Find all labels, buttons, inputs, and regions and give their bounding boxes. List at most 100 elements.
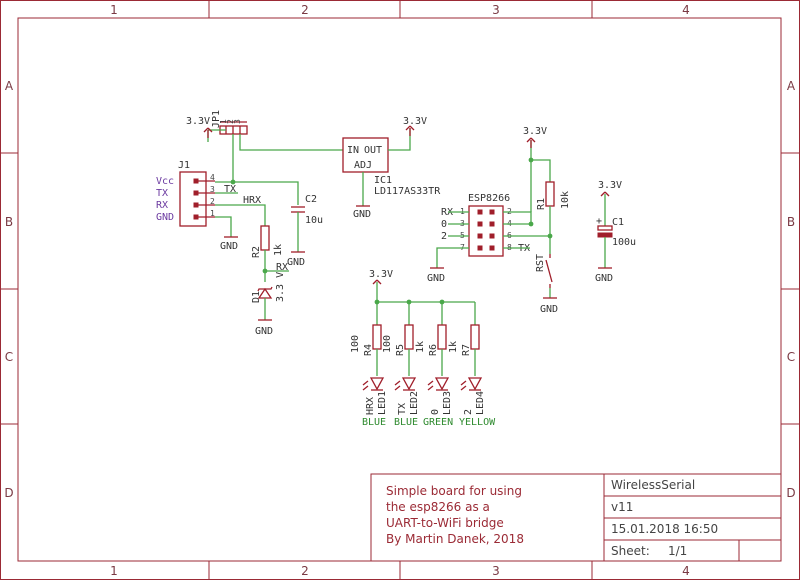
d1-value: 3.3 V [275,272,286,302]
r2-value: 1k [273,244,284,256]
led-resistor-value-3: 1k [415,341,426,353]
capacitor-c2: C2 10u GND [287,194,323,268]
j1-label-vcc: Vcc [156,176,174,187]
power-3v3-label: 3.3V [186,116,210,127]
version: v11 [611,500,633,514]
wire-vcc-c2 [233,181,299,205]
led-resistor-ref-3: R6 [428,344,439,356]
power-3v3-esp: 3.3V [523,126,547,137]
resistor-r2: R2 1k [251,225,284,282]
led-resistor-ref-1: R4 [363,344,374,356]
gnd-c1: GND [595,273,613,284]
power-3v3-jp1: 3.3V [186,116,226,142]
power-3v3-ic1: 3.3V [403,116,427,127]
power-3v3-leds: 3.3V [369,269,393,280]
led-ref-1: LED1 [377,391,388,415]
led-net-3: 0 [430,409,441,415]
ic1-pin-out: OUT [364,145,382,156]
led-resistor-ref-2: R5 [395,344,406,356]
resistor-r4 [372,324,382,350]
row-label-left-d: D [4,486,13,500]
j1-pin-1: 1 [210,209,215,218]
led-symbol-1 [369,377,385,391]
row-label-right-b: B [787,215,795,229]
jp1-pin-3: 3 [233,119,242,124]
row-label-left-a: A [5,79,14,93]
wire-jp1-vcc [215,134,234,183]
net-hrx-label: HRX [243,195,261,206]
junction-rx [262,268,268,274]
row-label-left-c: C [5,350,13,364]
gnd-rst: GND [540,304,558,315]
row-label-right-c: C [787,350,795,364]
sheet-label: Sheet: [611,544,650,558]
wire-jp1-ic1-in [239,134,343,151]
gnd-d1: GND [255,326,273,337]
led-net-4: 2 [463,409,474,415]
resistor-r5 [404,324,414,350]
project-name: WirelessSerial [611,478,695,492]
j1-ref: J1 [178,160,190,171]
j1-label-rx: RX [156,200,168,211]
reset-switch: RST GND [535,236,558,315]
j1-label-tx: TX [156,188,168,199]
jp1-ref: JP1 [211,110,222,128]
resistor-r7 [470,324,480,350]
description-line-3: UART-to-WiFi bridge [386,516,504,530]
c1-value: 100u [612,237,636,248]
junction-vcc [230,179,236,185]
column-label-bottom-3: 3 [492,564,500,578]
ic1-pin-adj: ADJ [354,160,372,171]
led-resistor-value-2: 100 [382,335,393,353]
led-symbol-2 [401,377,417,391]
rst-label: RST [535,254,546,272]
j1-label-gnd: GND [156,212,174,223]
esp-label-2: 2 [441,231,447,242]
ic1-value: LD117AS33TR [374,186,441,197]
jp1-pin-1: 1 [219,119,228,124]
capacitor-c1: 3.3V + C1 100u GND [595,180,636,284]
resistor-r1: R1 10k [536,181,571,239]
power-3v3-c1: 3.3V [598,180,622,191]
led-resistor-value-4: 1k [448,341,459,353]
esp-label-0: 0 [441,219,447,230]
led-symbol-4 [467,377,483,391]
jp1-pin-2: 2 [226,119,235,124]
j1-pin-4: 4 [210,173,215,182]
gnd-ic1: GND [353,209,371,220]
r1-ref: R1 [536,198,547,210]
zener-d1: D1 3.3 V GND [251,272,286,337]
led-section: 3.3V [369,269,475,305]
led-net-2: TX [397,403,408,415]
ic1-pin-in: IN [347,145,359,156]
regulator-ic1: IN OUT ADJ IC1 LD117AS33TR GND 3.3V [342,116,441,220]
led-ref-2: LED2 [409,391,420,415]
led-color-1: BLUE [362,417,386,428]
connector-j1: J1 Vcc TX RX GND 4 3 2 1 [156,160,215,227]
led-symbol-3 [434,377,450,391]
led-resistor-value-1: 100 [350,335,361,353]
row-label-left-b: B [5,215,13,229]
wire-esp-3v3 [530,159,551,212]
description-line-4: By Martin Danek, 2018 [386,532,524,546]
led-color-2: BLUE [394,417,418,428]
column-label-bottom-1: 1 [110,564,118,578]
wire-esp-vcc [503,211,532,225]
column-label-bottom-2: 2 [301,564,309,578]
svg-text:GND: GND [220,241,238,252]
column-label-top-3: 3 [492,3,500,17]
led-ref-3: LED3 [442,391,453,415]
led-color-3: GREEN [423,417,453,428]
c2-value: 10u [305,215,323,226]
gnd-j1: GND [220,236,238,252]
c1-ref: C1 [612,217,624,228]
led-resistor-ref-4: R7 [461,344,472,356]
net-rx-label: RX [276,262,288,273]
c2-ref: C2 [305,194,317,205]
description-line-2: the esp8266 as a [386,500,490,514]
led-color-4: YELLOW [459,417,496,428]
ic1-ref: IC1 [374,175,392,186]
row-label-right-a: A [787,79,796,93]
led-net-1: HRX [365,397,376,415]
